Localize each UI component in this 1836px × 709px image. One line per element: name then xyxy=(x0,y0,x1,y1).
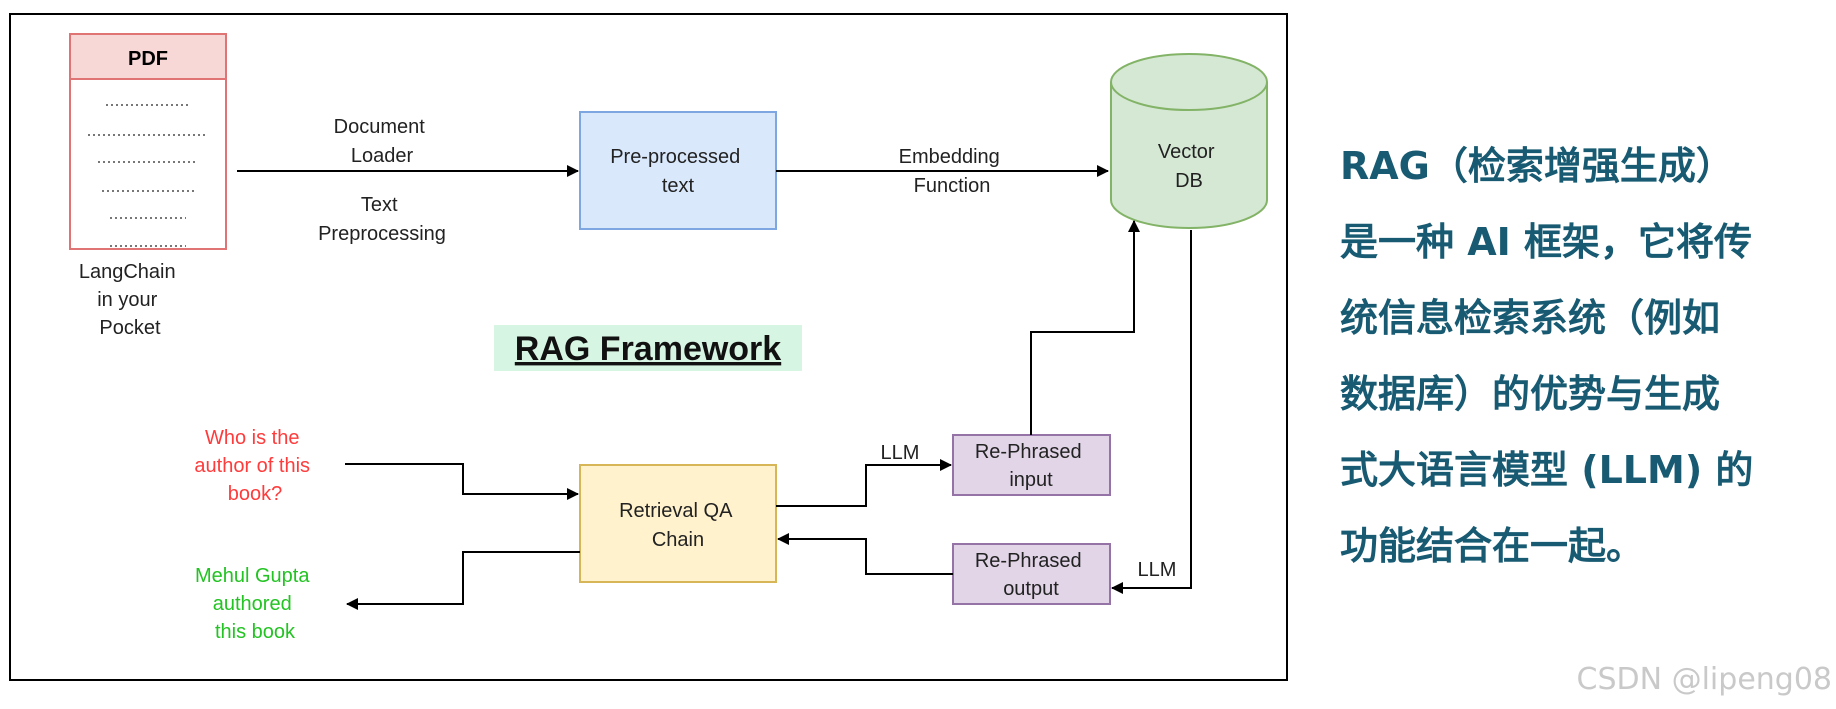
preprocessed-text-node: Pre-processed text xyxy=(579,111,777,230)
edge-label-text-preprocessing: Text Preprocessing xyxy=(318,194,446,245)
arrow-vectordb-to-rephrased-output xyxy=(1111,230,1192,594)
arrow-retrieval-to-answer xyxy=(346,551,580,610)
retrieval-qa-chain-label: Retrieval QA Chain xyxy=(619,500,737,551)
rephrased-output-line-2: output xyxy=(1003,578,1059,600)
vector-db-node: Vector DB xyxy=(1110,53,1268,229)
pdf-header xyxy=(69,33,227,80)
question-text: Who is the author of this book? xyxy=(194,427,315,505)
diagram-title: RAG Framework xyxy=(515,330,781,368)
title-highlight xyxy=(494,325,802,371)
llm-label-bottom: LLM xyxy=(1138,559,1177,581)
pdf-node: PDF LangChain in your Pocket xyxy=(69,33,227,339)
preprocessed-text-line-2: text xyxy=(662,175,695,197)
description-line-6: 功能结合在一起。 xyxy=(1340,524,1645,568)
vector-db-line-1: Vector xyxy=(1158,141,1215,163)
arrow-retrieval-to-rephrased-input xyxy=(776,459,952,507)
description-line-5: 式大语言模型 (LLM) 的 xyxy=(1340,448,1754,492)
rephrased-output-box xyxy=(952,543,1111,605)
rephrased-input-line-1: Re-Phrased xyxy=(975,441,1082,463)
pdf-dotted-lines xyxy=(88,104,208,247)
retrieval-line-2: Chain xyxy=(652,529,704,551)
rephrased-input-box xyxy=(952,434,1111,496)
vector-db-body xyxy=(1110,82,1268,229)
retrieval-line-1: Retrieval QA xyxy=(619,500,733,522)
rephrased-input-node: Re-Phrased input xyxy=(952,434,1111,496)
rag-diagram: PDF LangChain in your Pocket Document Lo… xyxy=(9,13,1288,681)
arrow-rephrased-output-to-retrieval xyxy=(777,533,953,575)
retrieval-qa-chain-node: Retrieval QA Chain xyxy=(579,464,777,583)
arrow-rephrased-input-to-vectordb xyxy=(1030,220,1140,435)
edge-label-embedding-function: Embedding Function xyxy=(899,146,1006,197)
pdf-caption-line-3: Pocket xyxy=(99,317,161,339)
answer-line-1: Mehul Gupta xyxy=(195,565,310,587)
answer-text: Mehul Gupta authored this book xyxy=(195,565,315,643)
edge-label-document-loader: Document Loader xyxy=(334,116,431,167)
vector-db-label: Vector DB xyxy=(1158,141,1220,192)
edge-label-document-loader-line-2: Loader xyxy=(351,145,414,167)
pdf-header-label: PDF xyxy=(128,48,168,70)
edge-label-embedding-function-line-1: Embedding xyxy=(899,146,1000,168)
pdf-caption-line-2: in your xyxy=(97,289,157,311)
answer-line-2: authored xyxy=(213,593,292,615)
rag-description-panel: RAG（检索增强生成） 是一种 AI 框架，它将传 统信息检索系统（例如 数据库… xyxy=(1340,128,1820,584)
rephrased-output-line-1: Re-Phrased xyxy=(975,550,1082,572)
preprocessed-text-line-1: Pre-processed xyxy=(610,146,740,168)
vector-db-line-2: DB xyxy=(1175,170,1203,192)
rephrased-input-line-2: input xyxy=(1009,469,1053,491)
retrieval-qa-chain-box xyxy=(579,464,777,583)
preprocessed-text-label: Pre-processed text xyxy=(610,146,746,197)
pdf-body xyxy=(69,78,227,250)
arrow-question-to-retrieval xyxy=(345,463,579,500)
pdf-caption-line-1: LangChain xyxy=(79,261,176,283)
description-line-3: 统信息检索系统（例如 xyxy=(1340,296,1721,340)
answer-line-3: this book xyxy=(215,621,296,643)
pdf-caption: LangChain in your Pocket xyxy=(79,261,181,339)
preprocessed-text-box xyxy=(579,111,777,230)
question-line-2: author of this xyxy=(194,455,310,477)
description-line-2: 是一种 AI 框架，它将传 xyxy=(1340,220,1753,264)
edge-label-text-preprocessing-line-2: Preprocessing xyxy=(318,223,446,245)
vector-db-top xyxy=(1110,53,1268,111)
description-line-1: RAG（检索增强生成） xyxy=(1340,144,1734,188)
question-line-3: book? xyxy=(228,483,283,505)
edge-label-text-preprocessing-line-1: Text xyxy=(361,194,398,216)
csdn-watermark: CSDN @lipeng08 xyxy=(1576,662,1832,697)
edge-label-embedding-function-line-2: Function xyxy=(914,175,991,197)
rephrased-input-label: Re-Phrased input xyxy=(975,441,1087,491)
rephrased-output-label: Re-Phrased output xyxy=(975,550,1087,600)
edge-label-document-loader-line-1: Document xyxy=(334,116,426,138)
llm-label-top: LLM xyxy=(881,442,920,464)
description-line-4: 数据库）的优势与生成 xyxy=(1340,372,1721,416)
rephrased-output-node: Re-Phrased output xyxy=(952,543,1111,605)
question-line-1: Who is the xyxy=(205,427,299,449)
